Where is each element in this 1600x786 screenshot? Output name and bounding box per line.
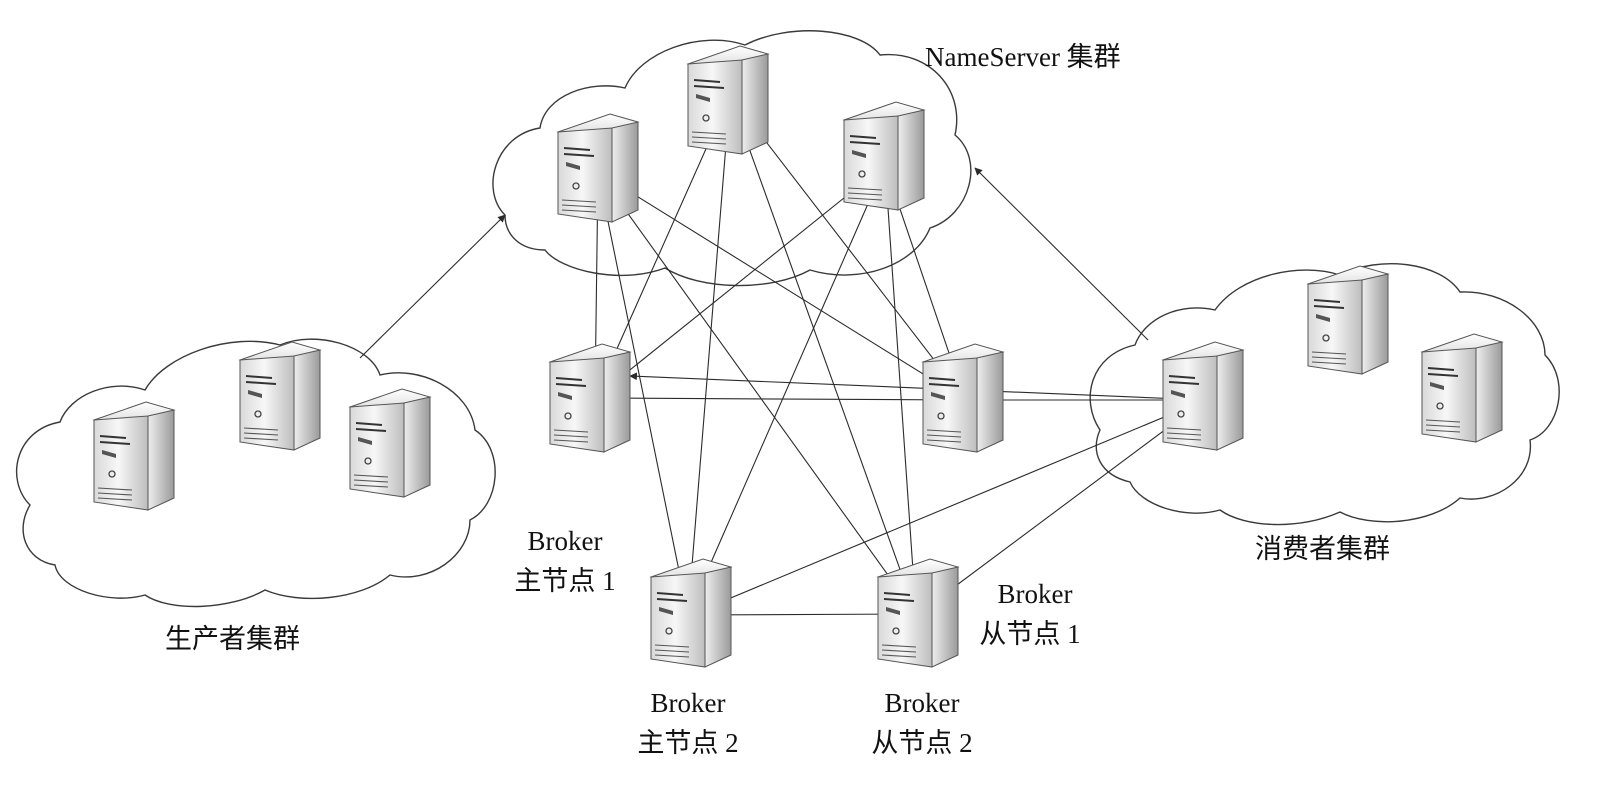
server-icon xyxy=(239,341,321,451)
consumer-cluster-label: 消费者集群 xyxy=(1255,534,1390,564)
producer-cluster-label: 生产者集群 xyxy=(165,624,300,654)
broker-master-1-label-line1: Broker xyxy=(528,526,603,556)
connections xyxy=(359,94,1206,618)
broker-s1-to-ns1-link xyxy=(597,171,966,401)
broker-slave-1-server-icon xyxy=(922,343,1004,453)
server-icon xyxy=(1162,341,1244,451)
consumer-to-broker-s2-link xyxy=(917,399,1206,615)
nameserver-cluster-label: NameServer 集群 xyxy=(925,42,1121,72)
broker-m1-to-ns3-link xyxy=(594,164,886,399)
broker-m1-s1-sync-link xyxy=(594,396,966,404)
server-icon xyxy=(843,101,925,211)
broker-s2-to-ns3-link xyxy=(884,164,917,615)
broker-s2-to-ns1-link xyxy=(597,171,917,615)
broker-slave-1-label-line1: Broker xyxy=(998,579,1073,609)
consumer-to-broker-m1-link xyxy=(629,372,1206,401)
server-icon xyxy=(1421,333,1503,443)
consumer-cloud xyxy=(1089,263,1560,526)
server-icon xyxy=(687,45,769,155)
server-icon xyxy=(557,113,639,223)
server-icon xyxy=(93,401,175,511)
broker-m2-to-ns1-link xyxy=(597,171,689,616)
broker-master-2-label-line1: Broker xyxy=(651,688,726,718)
broker-master-2-label-line2: 主节点 2 xyxy=(637,728,738,758)
consumer-to-broker-m2-link xyxy=(689,399,1206,616)
broker-s2-to-ns2-link xyxy=(729,94,917,615)
producer-to-nameserver-link xyxy=(359,214,506,359)
server-icon xyxy=(349,388,431,498)
broker-slave-2-label-line1: Broker xyxy=(885,688,960,718)
broker-s1-to-ns2-link xyxy=(729,94,966,401)
broker-slave-2-label-line2: 从节点 2 xyxy=(871,728,972,758)
broker-slave-1-label-line2: 从节点 1 xyxy=(979,619,1080,649)
server-icon xyxy=(1307,265,1389,375)
broker-master-2-server-icon xyxy=(650,558,732,668)
consumer-to-nameserver-link xyxy=(974,167,1149,341)
broker-slave-2-server-icon xyxy=(877,558,959,668)
broker-master-1-server-icon xyxy=(549,343,631,453)
broker-master-1-label-line2: 主节点 1 xyxy=(514,566,615,596)
broker-m2-to-ns3-link xyxy=(687,164,886,616)
broker-m2-to-ns2-link xyxy=(687,94,731,616)
